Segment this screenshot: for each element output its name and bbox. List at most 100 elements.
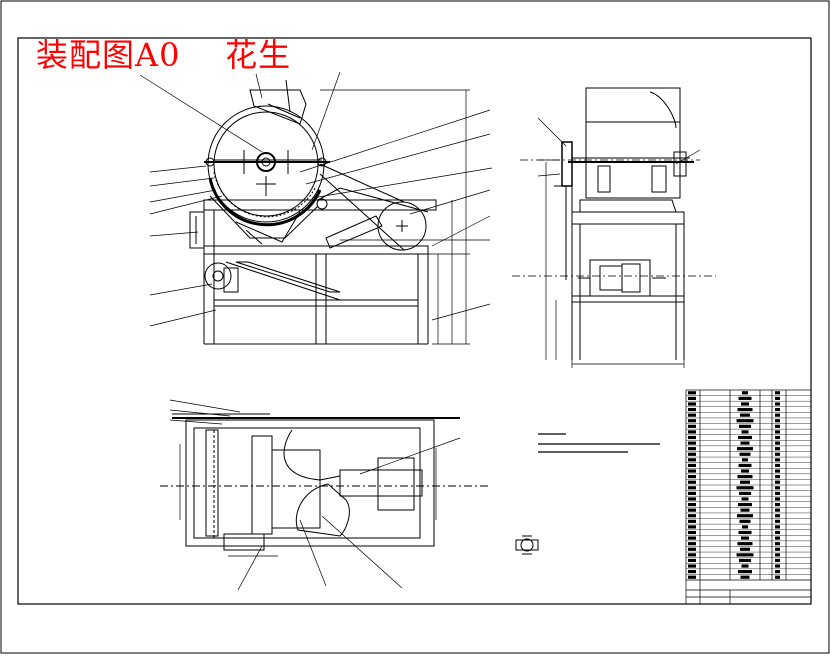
row-qty-mark — [775, 452, 780, 456]
row-qty-mark — [775, 547, 780, 551]
top-view — [160, 413, 490, 551]
row-name-mark — [742, 525, 748, 529]
row-name-mark — [741, 536, 749, 540]
row-name-mark — [741, 497, 749, 501]
side-view-dimensions — [512, 117, 716, 368]
row-qty-mark — [775, 486, 780, 490]
detail-pulley — [515, 535, 539, 555]
row-name-mark — [740, 480, 750, 484]
row-name-mark — [736, 419, 754, 423]
row-name-mark — [737, 475, 753, 479]
row-qty-mark — [775, 458, 780, 462]
row-name-mark — [738, 435, 752, 440]
hopper-icon — [249, 89, 307, 125]
row-qty-mark — [775, 441, 780, 445]
parts-list-rows — [686, 395, 811, 575]
row-qty-mark — [775, 430, 780, 434]
row-qty-mark — [775, 396, 780, 400]
row-qty-mark — [775, 525, 780, 529]
row-number-mark — [688, 497, 696, 501]
sheet-inner-border — [17, 37, 812, 605]
row-qty-mark — [775, 480, 780, 484]
row-number-mark — [688, 413, 696, 417]
row-qty-mark — [775, 463, 780, 468]
row-number-mark — [688, 530, 696, 535]
row-number-mark — [688, 458, 696, 462]
row-number-mark — [688, 447, 696, 451]
row-name-mark — [739, 519, 751, 523]
row-qty-mark — [775, 508, 780, 512]
row-name-mark — [740, 413, 750, 417]
row-number-mark — [688, 480, 696, 484]
parts-list-entries — [688, 391, 780, 579]
row-qty-mark — [775, 542, 780, 546]
row-number-mark — [688, 469, 696, 473]
row-number-mark — [688, 475, 696, 479]
row-number-mark — [688, 514, 696, 518]
row-name-mark — [738, 396, 752, 400]
row-qty-mark — [775, 419, 780, 423]
row-qty-mark — [775, 514, 780, 518]
row-number-mark — [688, 435, 696, 440]
row-name-mark — [741, 430, 749, 434]
row-qty-mark — [775, 519, 780, 523]
drum-icon — [207, 105, 325, 223]
row-qty-mark — [775, 424, 780, 428]
side-view — [554, 87, 694, 360]
row-number-mark — [688, 486, 696, 490]
row-qty-mark — [775, 553, 780, 557]
row-name-mark — [738, 502, 752, 507]
front-view — [189, 79, 437, 345]
row-number-mark — [688, 508, 696, 512]
row-qty-mark — [775, 502, 780, 507]
row-name-mark — [739, 424, 751, 428]
row-number-mark — [688, 519, 696, 523]
row-name-mark — [740, 441, 750, 445]
row-name-mark — [739, 558, 751, 563]
row-number-mark — [688, 407, 696, 412]
row-qty-mark — [775, 497, 780, 501]
row-number-mark — [688, 570, 696, 574]
row-name-mark — [736, 486, 754, 490]
row-qty-mark — [775, 435, 780, 440]
row-name-mark — [741, 564, 749, 568]
row-name-mark — [739, 452, 751, 456]
row-number-mark — [688, 391, 696, 395]
pulley-icon — [204, 262, 232, 290]
row-number-mark — [688, 542, 696, 546]
row-name-mark — [740, 575, 750, 579]
row-name-mark — [738, 463, 752, 468]
row-qty-mark — [775, 564, 780, 568]
title-stamp: 装配图A0 花生 — [36, 36, 292, 74]
row-number-mark — [688, 396, 696, 400]
row-number-mark — [688, 558, 696, 563]
row-qty-mark — [775, 469, 780, 473]
row-name-mark — [737, 514, 753, 518]
row-qty-mark — [775, 575, 780, 579]
row-name-mark — [739, 491, 751, 495]
row-qty-mark — [775, 402, 780, 406]
row-qty-mark — [775, 570, 780, 574]
row-name-mark — [737, 542, 753, 546]
front-view-dimensions — [139, 71, 493, 345]
row-number-mark — [688, 553, 696, 557]
top-view-dimensions — [169, 399, 461, 591]
row-qty-mark — [775, 391, 780, 395]
row-name-mark — [740, 508, 750, 512]
row-qty-mark — [775, 530, 780, 535]
row-name-mark — [737, 447, 753, 451]
row-name-mark — [742, 458, 748, 462]
row-name-mark — [742, 391, 748, 395]
row-name-mark — [737, 407, 753, 412]
row-qty-mark — [775, 558, 780, 563]
row-name-mark — [741, 402, 749, 406]
row-number-mark — [688, 452, 696, 456]
row-number-mark — [688, 424, 696, 428]
technical-notes — [538, 433, 660, 453]
row-number-mark — [688, 430, 696, 434]
row-qty-mark — [775, 407, 780, 412]
row-qty-mark — [775, 536, 780, 540]
